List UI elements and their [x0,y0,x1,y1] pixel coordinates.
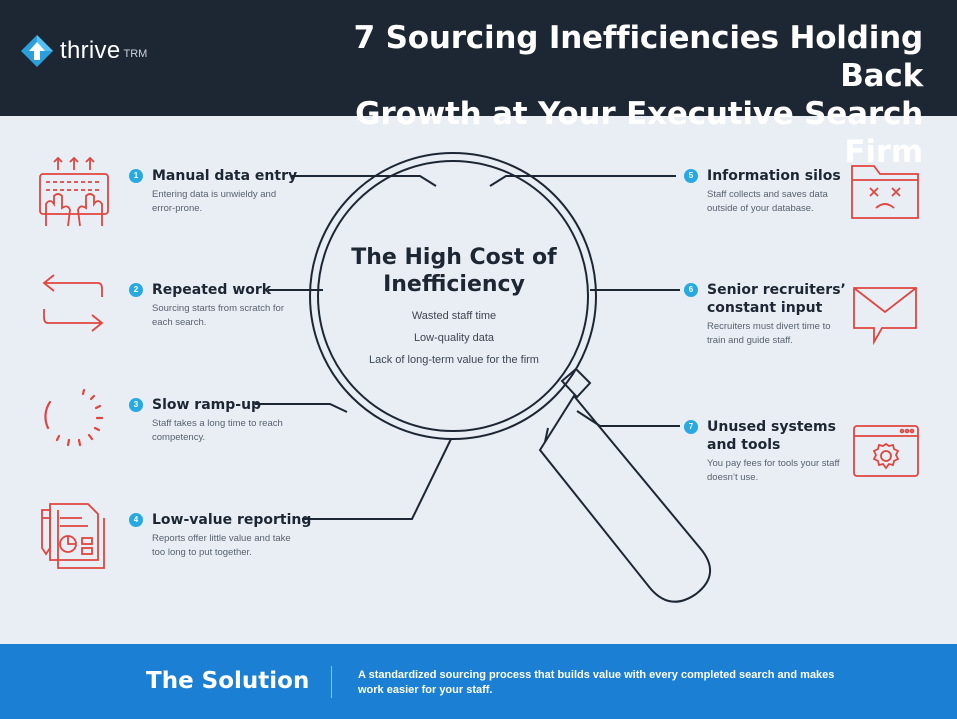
header-bar: thrive TRM 7 Sourcing Inefficiencies Hol… [0,0,957,170]
loading-spinner-icon [44,388,104,447]
center-title-line-2: Inefficiency [383,272,525,297]
item-title: Low-value reporting [152,512,312,528]
item-number-badge: 2 [129,283,143,297]
browser-gear-icon [853,425,919,477]
solution-divider [331,666,332,698]
item-title-line-2: constant input [707,300,823,316]
item-description: Entering data is unwieldy and error-pron… [152,189,277,214]
item-title-line-1: Unused systems [707,419,836,435]
item-number-badge: 3 [129,398,143,412]
item-number-badge: 6 [684,283,698,297]
repeat-arrows-icon [42,274,104,332]
center-cost-item: Lack of long-term value for the firm [369,354,539,366]
item-description: Staff collects and saves data outside of… [707,189,828,214]
item-number-badge: 5 [684,169,698,183]
item-title: Information silos [707,168,841,184]
inefficiency-item-4: 4 Low-value reporting Reports offer litt… [129,511,311,559]
inefficiency-item-1: 1 Manual data entry Entering data is unw… [129,167,297,215]
magnifier-glass-icon [309,152,711,603]
inefficiency-item-2: 2 Repeated work Sourcing starts from scr… [129,281,292,329]
item-title: Senior recruiters’ constant input [707,281,846,317]
item-number-badge: 1 [129,169,143,183]
solution-title: The Solution [146,668,310,694]
center-cost-item: Low-quality data [413,332,495,344]
item-description: Reports offer little value and take too … [152,533,291,558]
center-title: The High Cost of Inefficiency [320,244,588,298]
item-description: Recruiters must divert time to train and… [707,321,831,346]
solution-footer: The Solution A standardized sourcing pro… [0,644,957,719]
center-title-line-1: The High Cost of [351,245,557,270]
inefficiency-item-3: 3 Slow ramp-up Staff takes a long time t… [129,396,292,444]
item-description: Staff takes a long time to reach compete… [152,418,283,443]
report-document-icon [41,503,105,569]
item-title: Repeated work [152,282,272,298]
thrive-logo-icon [21,35,53,67]
page-title-line-1: 7 Sourcing Inefficiencies Holding Back [353,20,924,94]
item-description: You pay fees for tools your staff doesn’… [707,458,840,483]
item-title: Unused systems and tools [707,418,836,454]
inefficiency-item-5: 5 Information silos Staff collects and s… [684,167,847,215]
item-number-badge: 4 [129,513,143,527]
item-number-badge: 7 [684,420,698,434]
inefficiency-item-7: 7 Unused systems and tools You pay fees … [684,418,847,484]
connector-line-1 [292,175,437,187]
infographic-body: 1 Manual data entry Entering data is unw… [0,116,957,644]
connector-line-3 [255,403,348,413]
item-title-line-2: and tools [707,437,781,453]
center-cost-item: Wasted staff time [411,310,497,322]
envelope-message-icon [853,287,917,346]
connector-line-5 [489,175,676,187]
item-title-line-1: Senior recruiters’ [707,282,846,298]
magnifier-diagram [255,152,711,603]
page-title: 7 Sourcing Inefficiencies Holding Back G… [283,19,924,171]
inefficiency-item-6: 6 Senior recruiters’ constant input Recr… [684,281,847,347]
page-title-line-2: Growth at Your Executive Search Firm [355,96,923,170]
solution-text: A standardized sourcing process that bui… [358,669,835,696]
item-description: Sourcing starts from scratch for each se… [152,303,284,328]
item-title: Manual data entry [152,168,298,184]
logo-suffix: TRM [123,48,148,60]
connector-line-4 [302,438,452,520]
keyboard-hands-icon [39,156,109,227]
sad-folder-icon [851,165,919,219]
logo-wordmark: thrive [60,37,121,64]
thrive-logo[interactable]: thrive TRM [20,34,147,68]
center-summary: The High Cost of Inefficiency Wasted sta… [320,244,588,366]
item-title: Slow ramp-up [152,397,262,413]
